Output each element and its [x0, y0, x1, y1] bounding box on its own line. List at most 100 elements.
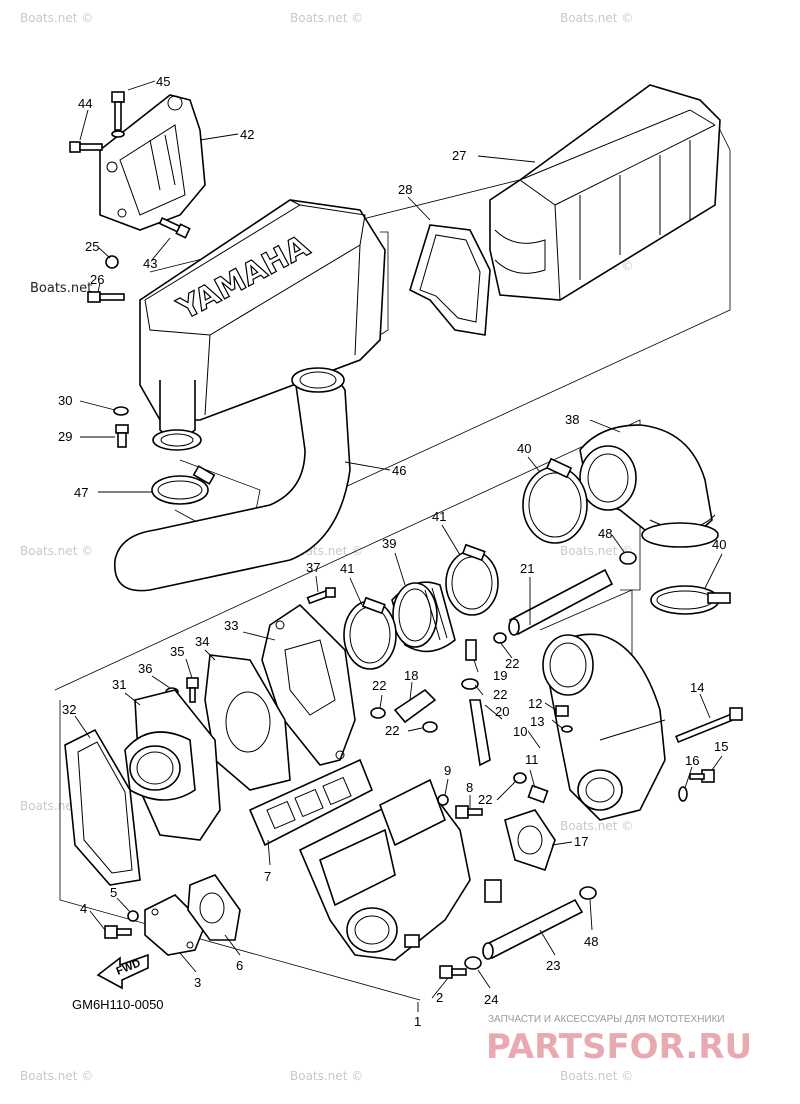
plug-12 [555, 705, 569, 717]
clamp-40-lower [650, 585, 731, 615]
callout-38: 38 [565, 412, 579, 427]
watermark-bottom-center: Boats.net © [290, 1069, 363, 1083]
gasket-17 [504, 809, 556, 872]
bolt-26-head [87, 291, 101, 303]
callout-23: 23 [546, 958, 560, 973]
chamber-31 [124, 689, 221, 841]
bolt-2 [439, 965, 467, 979]
callout-41-left: 41 [340, 561, 354, 576]
bolt-26-shank [99, 293, 125, 301]
clip-22-a [493, 632, 507, 644]
callout-32: 32 [62, 702, 76, 717]
callout-19: 19 [493, 668, 507, 683]
callout-31: 31 [112, 677, 126, 692]
bracket-42 [99, 94, 206, 231]
resonator-27 [489, 84, 721, 301]
callout-17: 17 [574, 834, 588, 849]
clamp-47 [151, 465, 216, 505]
watermark-right-mid: Boats.net © [560, 544, 633, 558]
clamp-41-left [343, 596, 397, 670]
callout-14: 14 [690, 680, 704, 695]
hose-18 [393, 688, 437, 724]
callout-5: 5 [110, 885, 117, 900]
callout-22-a: 22 [505, 656, 519, 671]
manifold-fitting [484, 879, 502, 903]
callout-10: 10 [513, 724, 527, 739]
callout-48-upper: 48 [598, 526, 612, 541]
callout-44: 44 [78, 96, 92, 111]
retailer-branding: ЗАПЧАСТИ И АКСЕССУАРЫ ДЛЯ МОТОТЕХНИКИ PA… [486, 1014, 752, 1067]
callout-15: 15 [714, 739, 728, 754]
clamp-40-upper [522, 457, 588, 544]
callout-29: 29 [58, 429, 72, 444]
callout-40-upper: 40 [517, 441, 531, 456]
watermark-bottom-right: Boats.net © [560, 1069, 633, 1083]
callout-13: 13 [530, 714, 544, 729]
hose-23 [482, 898, 584, 960]
callout-11: 11 [525, 752, 539, 767]
clamp-41-right [445, 543, 499, 616]
leader-lines [74, 80, 723, 1012]
watermark-bottom-left: Boats.net © [20, 1069, 93, 1083]
washer-24 [464, 956, 482, 970]
retailer-logo: PARTSFOR.RU [486, 1027, 752, 1067]
gasket-28 [409, 224, 491, 336]
fitting-11 [527, 784, 549, 804]
callout-48-lower: 48 [584, 934, 598, 949]
callout-6: 6 [236, 958, 243, 973]
callout-22-c: 22 [385, 723, 399, 738]
watermark-top-center: Boats.net © [290, 11, 363, 25]
watermark-right-low: Boats.net © [560, 819, 633, 833]
callout-39: 39 [382, 536, 396, 551]
callout-34: 34 [195, 634, 209, 649]
washer-25 [105, 255, 119, 269]
gasket-7 [248, 758, 374, 847]
callout-labels: 45 44 42 27 28 25 26 43 30 29 47 46 38 4… [58, 74, 728, 1029]
hose-21 [508, 568, 614, 636]
washer-16 [678, 786, 688, 802]
callout-12: 12 [528, 696, 542, 711]
callout-46: 46 [392, 463, 406, 478]
callout-28: 28 [398, 182, 412, 197]
bolt-29-shank [117, 432, 127, 448]
callout-20: 20 [495, 704, 509, 719]
callout-2: 2 [436, 990, 443, 1005]
callout-22-e: 22 [478, 792, 492, 807]
bolt-8 [455, 805, 483, 819]
bolt-44 [69, 141, 103, 153]
bolt-43 [158, 216, 191, 239]
manifold-1 [298, 778, 502, 961]
callout-25: 25 [85, 239, 99, 254]
fitting-19 [465, 639, 477, 661]
hose-20 [469, 699, 491, 767]
callout-33: 33 [224, 618, 238, 633]
callout-7: 7 [264, 869, 271, 884]
callout-16: 16 [685, 753, 699, 768]
callout-21: 21 [520, 561, 534, 576]
callout-1: 1 [414, 1014, 421, 1029]
bolt-29-head [115, 424, 129, 434]
callout-45: 45 [156, 74, 170, 89]
callout-26: 26 [90, 272, 104, 287]
clip-22-b [461, 678, 479, 690]
callout-22-b: 22 [372, 678, 386, 693]
water-elbow [542, 633, 666, 821]
callout-22-d: 22 [493, 687, 507, 702]
bolt-35 [186, 677, 199, 703]
callout-27: 27 [452, 148, 466, 163]
fwd-arrow: FWD [96, 953, 149, 990]
flange-33 [261, 603, 356, 766]
washer-9 [437, 794, 449, 806]
clip-22-e [513, 772, 527, 784]
bolt-14 [675, 707, 743, 744]
gasket-6 [187, 874, 241, 941]
callout-35: 35 [170, 644, 184, 659]
small-fasteners-upper [87, 255, 129, 448]
callout-41-right: 41 [432, 509, 446, 524]
callout-30: 30 [58, 393, 72, 408]
bolt-37 [306, 587, 336, 605]
callout-3: 3 [194, 975, 201, 990]
callout-24: 24 [484, 992, 498, 1007]
bellows-39 [391, 581, 456, 653]
